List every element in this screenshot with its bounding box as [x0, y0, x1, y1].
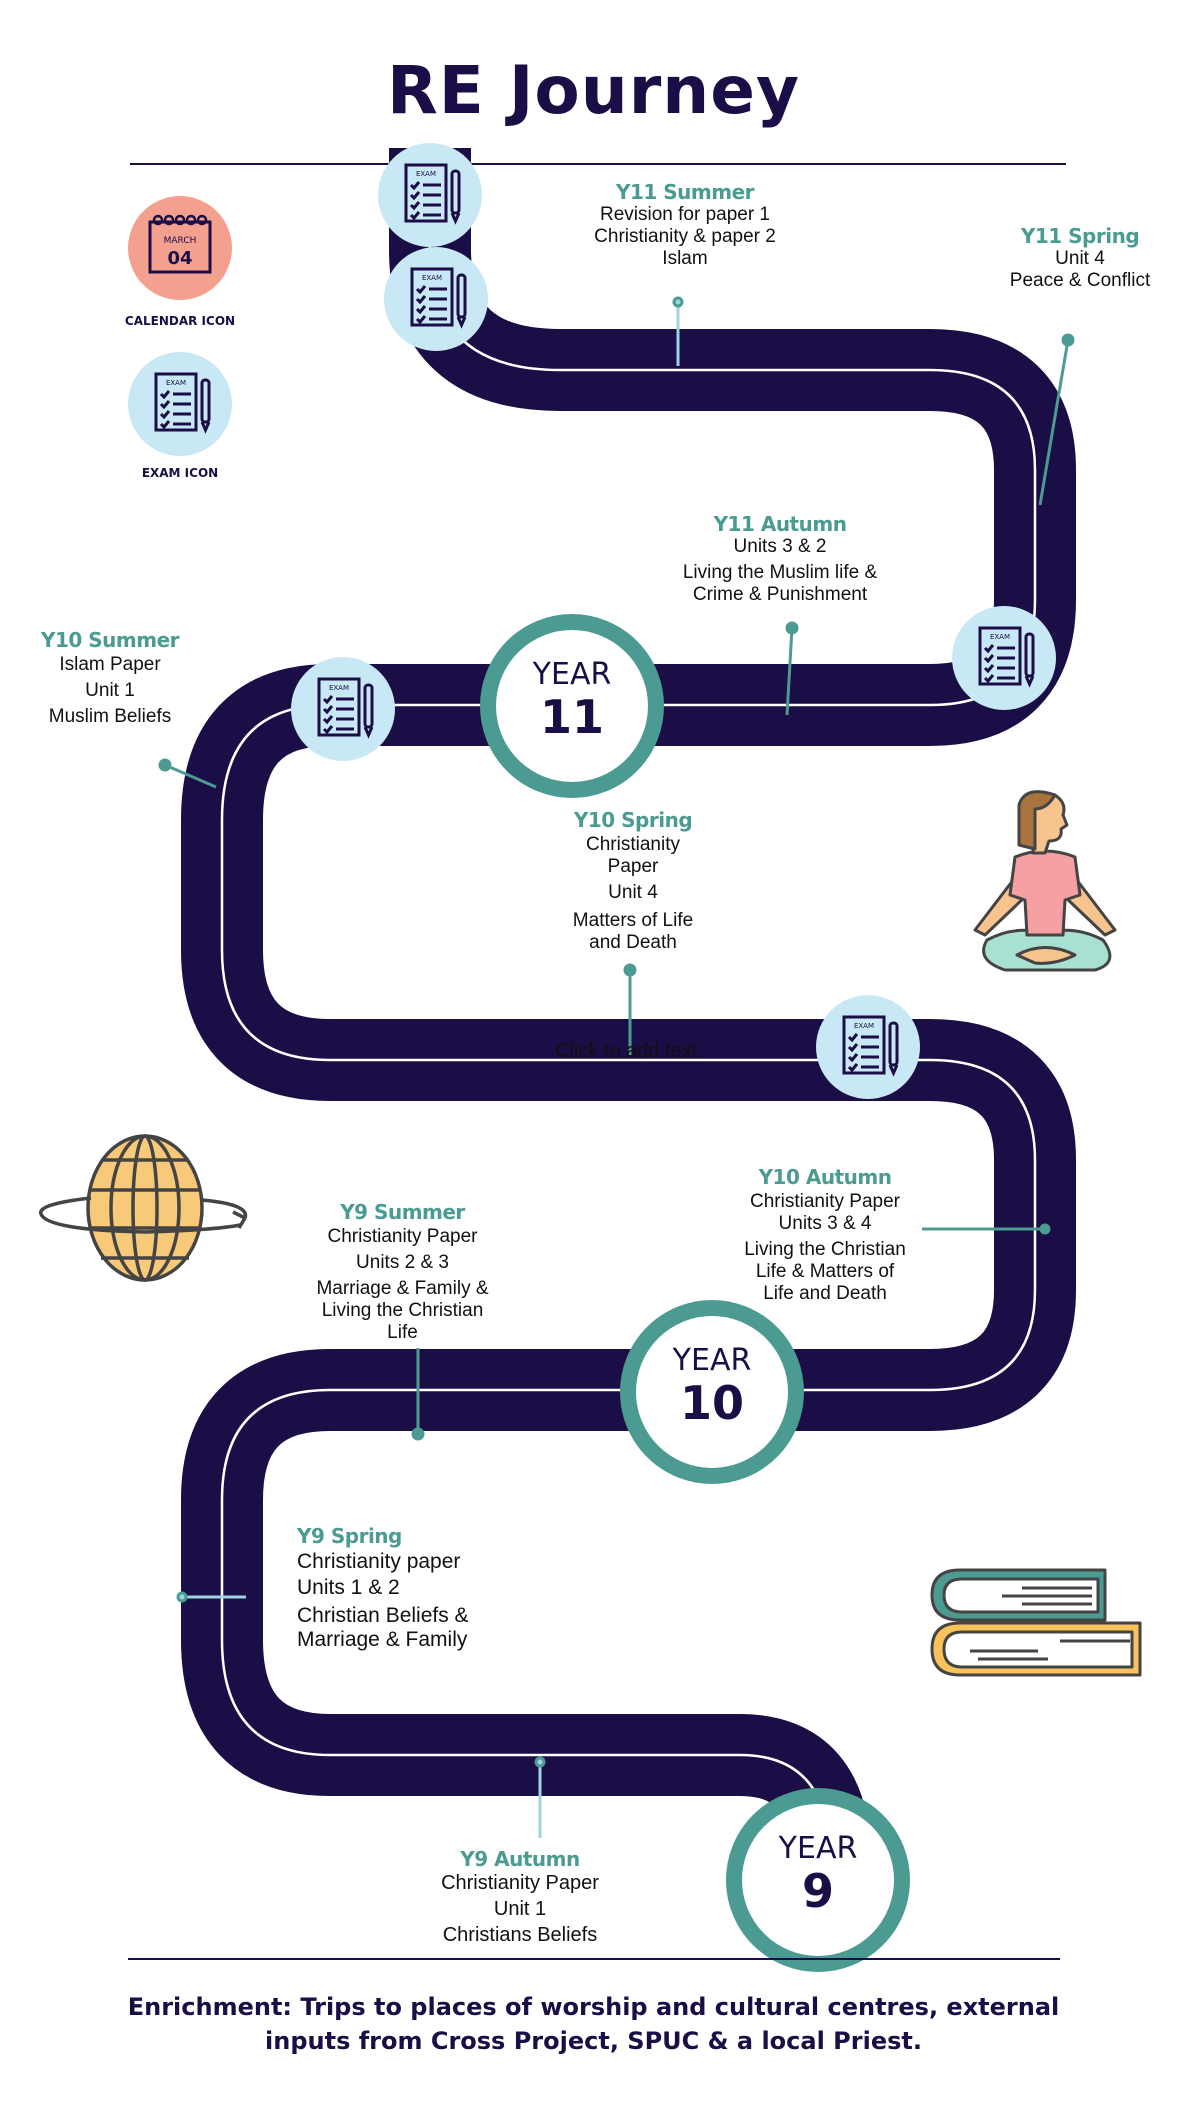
stop-line: Christianity [586, 834, 680, 855]
stop-y9-spring: Y9 Spring Christianity paper Units 1 & 2… [297, 1524, 517, 1652]
stop-y11-summer: Y11 Summer Revision for paper 1 Christia… [560, 180, 810, 270]
stop-heading: Y10 Autumn [758, 1165, 892, 1189]
year-11-marker: YEAR 11 [480, 614, 664, 798]
bottom-divider [128, 1958, 1060, 1960]
enrichment-note: Enrichment: Trips to places of worship a… [0, 1990, 1187, 2058]
meditation-person-icon [973, 790, 1117, 972]
stop-line: Paper [607, 856, 659, 877]
calendar-legend-label: CALENDAR ICON [124, 314, 236, 328]
svg-text:EXAM: EXAM [329, 684, 349, 692]
stop-line: Units 3 & 2 [733, 536, 827, 557]
stop-y10-autumn: Y10 Autumn Christianity Paper Units 3 & … [720, 1165, 930, 1305]
stop-line: Christianity Paper [750, 1191, 900, 1212]
connector-y10-summer [164, 763, 217, 789]
svg-text:MARCH: MARCH [164, 236, 197, 246]
exam-marker-3: EXAM [952, 606, 1056, 710]
svg-text:EXAM: EXAM [422, 274, 442, 282]
exam-legend-badge: EXAM [128, 352, 232, 456]
svg-text:04: 04 [167, 248, 192, 269]
stop-line: Christianity Paper [327, 1226, 478, 1247]
stop-line: Unit 1 [493, 1898, 547, 1920]
stop-line: Unit 1 [85, 680, 135, 701]
stop-line: Marriage & Family & [316, 1278, 489, 1299]
exam-marker-1: EXAM [378, 143, 482, 247]
stop-line: Units 2 & 3 [356, 1252, 449, 1273]
stop-line: Life and Death [763, 1283, 887, 1304]
calendar-icon: MARCH 04 [148, 214, 212, 274]
stop-line: Crime & Punishment [692, 584, 868, 605]
stop-line: Marriage & Family [297, 1628, 468, 1651]
stop-line: Revision for paper 1 [599, 204, 771, 225]
stop-y10-spring: Y10 Spring Christianity Paper Unit 4 Mat… [540, 808, 726, 954]
year-9-marker: YEAR 9 [726, 1788, 910, 1972]
year-label: YEAR [778, 1831, 858, 1866]
exam-icon: EXAM [317, 677, 374, 739]
exam-marker-4: EXAM [291, 657, 395, 761]
connector-y11-spring [1038, 339, 1070, 506]
exam-marker-5: EXAM [816, 995, 920, 1099]
stop-line: Christian Beliefs & [297, 1604, 469, 1627]
road-center-line [220, 148, 1037, 1861]
stop-heading: Y10 Summer [40, 628, 180, 652]
svg-text:EXAM: EXAM [166, 379, 186, 387]
stop-y11-spring: Y11 Spring Unit 4 Peace & Conflict [990, 224, 1170, 292]
year-label: YEAR [672, 1343, 752, 1378]
svg-text:EXAM: EXAM [854, 1022, 874, 1030]
svg-text:EXAM: EXAM [416, 170, 436, 178]
stop-line: Christians Beliefs [442, 1924, 598, 1946]
exam-icon: EXAM [978, 626, 1035, 688]
year-10-marker: YEAR 10 [620, 1300, 804, 1484]
stop-line: Islam Paper [59, 654, 161, 675]
stop-line: and Death [589, 932, 677, 953]
calendar-legend-badge: MARCH 04 [128, 196, 232, 300]
stop-y11-autumn: Y11 Autumn Units 3 & 2 Living the Muslim… [660, 512, 900, 606]
stop-line: Unit 4 [608, 882, 658, 903]
stop-heading: Y10 Spring [573, 808, 693, 832]
year-number: 9 [801, 1864, 834, 1918]
stop-line: Christianity Paper [441, 1872, 599, 1894]
exam-marker-2: EXAM [384, 247, 488, 351]
stop-heading: Y11 Summer [615, 180, 755, 204]
stop-line: Muslim Beliefs [48, 706, 172, 727]
exam-icon: EXAM [404, 163, 461, 225]
stop-line: Christianity & paper 2 [594, 226, 776, 247]
year-label: YEAR [532, 657, 612, 692]
year-number: 10 [679, 1376, 744, 1430]
stop-line: Living the Christian [744, 1239, 906, 1260]
year-number: 11 [539, 690, 604, 744]
stop-line: Life & Matters of [755, 1261, 895, 1282]
exam-legend-label: EXAM ICON [141, 466, 219, 480]
stop-line: Living the Christian [321, 1300, 484, 1321]
stop-line: Christianity paper [297, 1550, 461, 1573]
svg-text:EXAM: EXAM [990, 633, 1010, 641]
exam-icon: EXAM [410, 267, 467, 329]
top-divider [130, 163, 1066, 165]
enrichment-line-2: inputs from Cross Project, SPUC & a loca… [265, 2027, 922, 2055]
rotating-globe-icon [39, 1134, 248, 1282]
stop-line: Units 1 & 2 [297, 1576, 400, 1599]
exam-icon: EXAM [154, 372, 211, 434]
connector-y11-autumn [785, 627, 794, 716]
stacked-books-icon [930, 1568, 1142, 1677]
exam-icon: EXAM [842, 1015, 899, 1077]
stop-y9-autumn: Y9 Autumn Christianity Paper Unit 1 Chri… [415, 1848, 625, 1948]
stop-line: Islam [662, 248, 708, 269]
stop-line: Life [387, 1322, 418, 1343]
stop-heading: Y11 Spring [1020, 224, 1140, 248]
stop-heading: Y9 Summer [340, 1200, 465, 1224]
stop-line: Matters of Life [572, 910, 694, 931]
page-title: RE Journey [386, 52, 801, 129]
stop-line: Unit 4 [1055, 248, 1105, 269]
stop-y9-summer: Y9 Summer Christianity Paper Units 2 & 3… [295, 1200, 510, 1344]
stop-heading: Y9 Spring [297, 1524, 402, 1548]
enrichment-line-1: Enrichment: Trips to places of worship a… [127, 1993, 1060, 2021]
stop-line: Units 3 & 4 [778, 1213, 872, 1234]
stop-heading: Y9 Autumn [460, 1847, 580, 1871]
stop-line: Living the Muslim life & [682, 562, 878, 583]
stop-y10-summer: Y10 Summer Islam Paper Unit 1 Muslim Bel… [20, 628, 200, 728]
stop-line: Peace & Conflict [1009, 270, 1151, 291]
stop-heading: Y11 Autumn [713, 512, 847, 536]
placeholder-text-box[interactable]: Click to add text [555, 1040, 698, 1062]
